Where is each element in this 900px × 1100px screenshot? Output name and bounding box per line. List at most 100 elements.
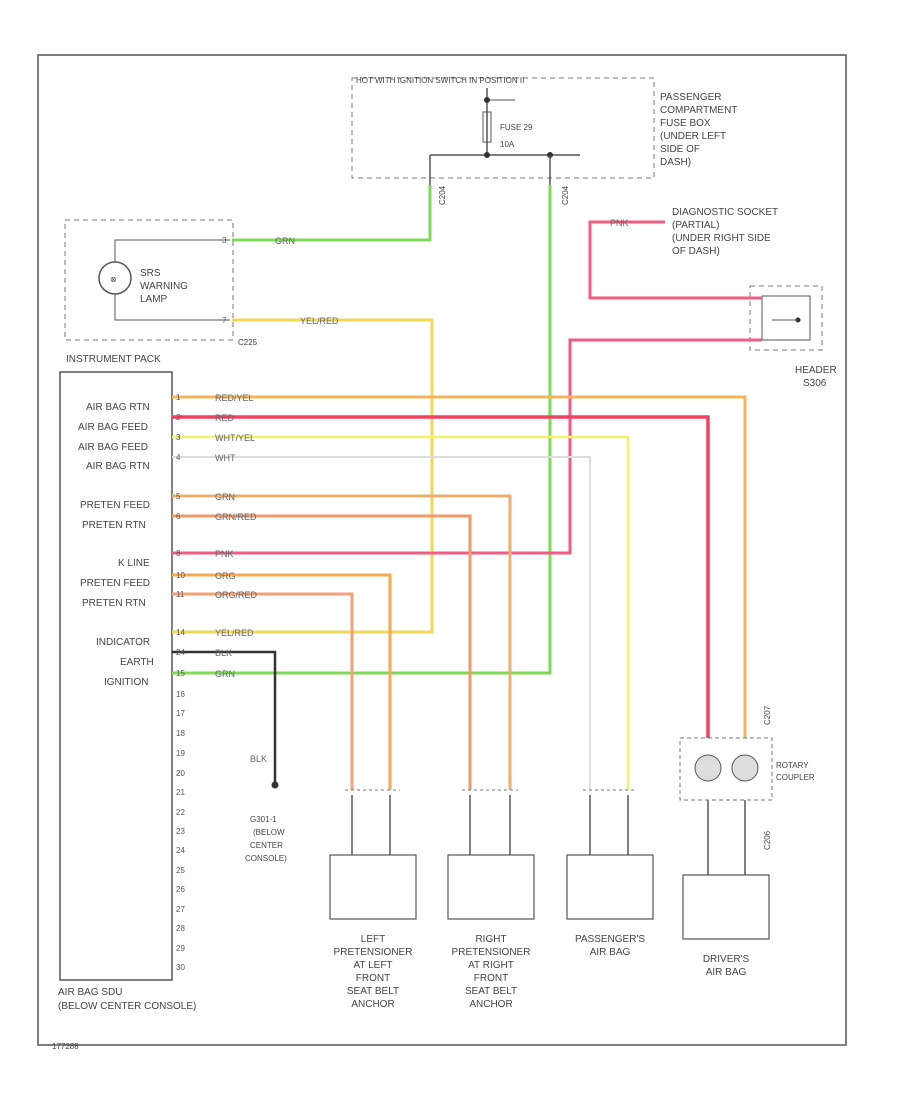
instrument-pack-outline [64,219,234,341]
passenger-box-label-5: SIDE OF [660,144,700,155]
passenger-bag-line-1: PASSENGER'S [575,934,645,945]
sdm-pin-label-6: PRETEN RTN [82,520,146,531]
footer-code: 177288 [52,1042,79,1051]
ground-label-4: CONSOLE) [245,854,287,863]
driver-bag-line-1: DRIVER'S [703,954,750,965]
sdm-extra-pin: 30 [176,963,185,972]
wire-grn-ignition [172,185,552,675]
left-preten-line-4: FRONT [356,973,390,984]
wire-grn-ipack [232,185,432,242]
left-pretensioner-box [329,854,417,920]
lamp-label-1: SRS [140,268,161,279]
sdm-pin-num-8: 8 [176,549,181,558]
wire-lbl-grn-ignition: GRN [215,669,235,679]
sdm-extra-pin: 24 [176,846,185,855]
wire-lbl-wht: WHT [215,453,236,463]
driver-airbag-label: DRIVER'S AIR BAG [703,954,750,978]
passenger-box-label-2: COMPARTMENT [660,105,737,116]
right-preten-line-1: RIGHT [475,934,506,945]
sdm-pin-label-5: PRETEN FEED [80,500,150,511]
passenger-box-label-3: FUSE BOX [660,118,711,129]
sdm-pin-label-11: PRETEN RTN [82,598,146,609]
ipack-pin-b: 7 [222,316,227,325]
right-preten-line-5: SEAT BELT [465,986,517,997]
sdm-pin-num-3: 3 [176,433,181,442]
sdm-pin-num-10: 10 [176,571,185,580]
driver-bag-line-2: AIR BAG [706,967,747,978]
conn-c204-left: C204 [438,185,447,205]
lamp-label-2: WARNING [140,281,188,292]
wire-grn-preten-right [172,494,512,790]
conn-c207: C207 [763,705,772,725]
fuse-label: FUSE 29 [500,123,533,132]
header-label-2: S306 [803,378,827,389]
wire-lbl-blk-sdm: BLK [215,648,232,658]
right-preten-line-2: PRETENSIONER [452,947,531,958]
header-s306-outline [749,285,823,351]
sdm-pin-num-14: 14 [176,628,185,637]
sdm-pin-label-8: K LINE [118,558,150,569]
wire-org-red-preten-left [172,592,354,790]
wire-lbl-pnk-diag: PNK [610,218,629,228]
rotary-label-1: ROTARY [776,761,809,770]
fuse-node-bottom [484,152,490,158]
sdm-extra-pin: 29 [176,944,185,953]
header-s306-node [795,317,801,323]
fuse-box-outline [351,77,655,179]
right-preten-line-4: FRONT [474,973,508,984]
fuse-node-top [484,97,490,103]
ground-label-2: (BELOW [253,828,285,837]
wire-lbl-yel-red-ipack: YEL/RED [300,316,339,326]
right-pretensioner-label: RIGHT PRETENSIONER AT RIGHT FRONT SEAT B… [452,934,531,1010]
sdm-pin-num-6: 6 [176,512,181,521]
wire-blk-earth [172,650,277,785]
sdm-title-1: AIR BAG SDU [58,987,122,998]
header-s306-body [761,295,811,341]
wire-lbl-grn-red: GRN/RED [215,512,257,522]
sdm-extra-pin: 17 [176,709,185,718]
wire-lbl-pnk-kline: PNK [215,549,234,559]
header-label-1: HEADER [795,365,837,376]
sdm-extra-pins: 16 17 18 19 20 21 22 23 24 25 26 27 28 2… [176,690,185,972]
passenger-airbag-box [566,854,654,920]
passenger-box-label-4: (UNDER LEFT [660,131,726,142]
ipack-conn: C225 [238,338,258,347]
lamp-wire-bottom [114,294,230,321]
driver-airbag-box [682,874,770,940]
sdm-extra-pin: 18 [176,729,185,738]
wire-lbl-grn-ipack: GRN [275,236,295,246]
wire-wht-passenger [172,456,591,790]
lamp-label-3: LAMP [140,294,168,305]
left-preten-line-2: PRETENSIONER [334,947,413,958]
wire-yel-red-indicator [172,318,434,634]
sdm-extra-pin: 28 [176,924,185,933]
ground-wire-label: BLK [250,754,267,764]
sdm-pin-label-ignition: IGNITION [104,677,148,688]
conn-c206: C206 [763,830,772,850]
wire-grn-red-preten-right [172,514,472,790]
wire-red-driver [172,415,710,738]
sdm-extra-pin: 23 [176,827,185,836]
sdm-extra-pin: 16 [176,690,185,699]
left-preten-line-5: SEAT BELT [347,986,399,997]
left-preten-line-3: AT LEFT [353,960,392,971]
wire-lbl-red: RED [215,413,235,423]
ipack-pin-a: 3 [222,236,227,245]
sdm-pin-num-1: 1 [176,393,181,402]
wire-pnk-diag-loop [588,220,762,300]
sdm-pin-label-4: AIR BAG RTN [86,461,150,472]
sdm-pin-label-3: AIR BAG FEED [78,442,148,453]
sdm-box [59,371,173,981]
sdm-title-2: (BELOW CENTER CONSOLE) [58,1001,196,1012]
wire-wht-yel-passenger [172,435,630,790]
wire-pnk-kline [172,338,762,555]
fuse-box-top-label: HOT WITH IGNITION SWITCH IN POSITION II [356,76,524,85]
left-preten-line-6: ANCHOR [351,999,394,1010]
left-pretensioner-label: LEFT PRETENSIONER AT LEFT FRONT SEAT BEL… [334,934,413,1010]
sdm-pin-num-earth: 24 [176,648,185,657]
sdm-extra-pin: 21 [176,788,185,797]
wire-lbl-yel-red-sdm: YEL/RED [215,628,254,638]
rotary-coupler-contact-2 [731,754,759,782]
sdm-pin-label-14: INDICATOR [96,637,150,648]
